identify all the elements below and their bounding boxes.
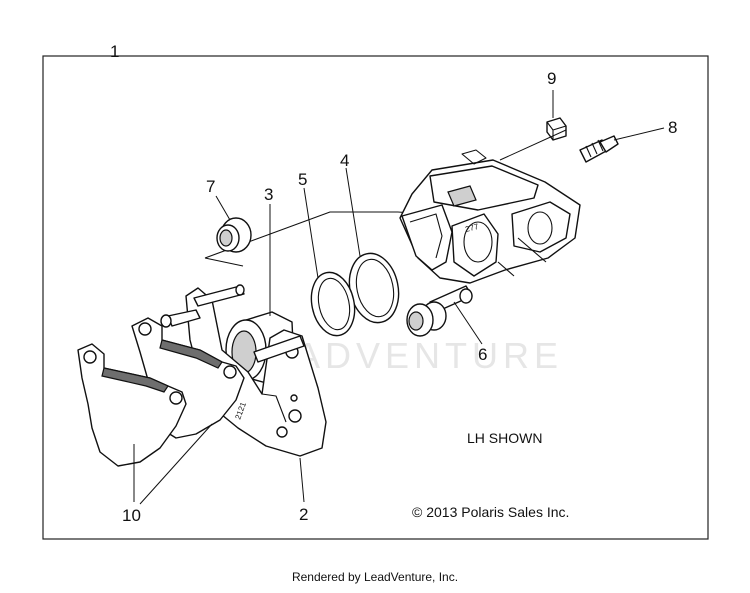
lower-pin-boot [406,285,473,337]
leader-8 [613,127,665,141]
callout-4: 4 [340,151,349,170]
callout-5: 5 [298,170,307,189]
callout-8: 8 [668,118,677,137]
bleeder-screw [579,135,619,163]
leader-6 [453,301,483,345]
diagram-frame [42,55,709,540]
piston-seal [348,252,400,324]
callout-7: 7 [206,177,215,196]
bleeder-cap [546,117,567,141]
caliper-body: 277 [399,149,581,284]
render-credit: Rendered by LeadVenture, Inc. [291,570,459,584]
dust-seal [310,271,356,337]
callout-1: 1 [110,42,119,61]
leader-7 [215,195,231,221]
leader-10b [139,423,213,505]
upper-pin-boot [216,217,252,253]
leader-5 [303,187,319,279]
callout-10: 10 [122,506,141,525]
leader-cap-caliper [499,129,567,161]
copyright-text: © 2013 Polaris Sales Inc. [412,504,569,520]
caliper-stamp: 277 [464,222,480,234]
callout-3: 3 [264,185,273,204]
watermark-text: ADVENTURE [296,335,563,376]
side-note: LH SHOWN [467,430,542,446]
leader-2 [299,457,305,503]
callout-2: 2 [299,505,308,524]
callout-9: 9 [547,69,556,88]
outer-brake-pad [77,343,187,467]
leader-4 [345,167,361,257]
callout-6: 6 [478,345,487,364]
